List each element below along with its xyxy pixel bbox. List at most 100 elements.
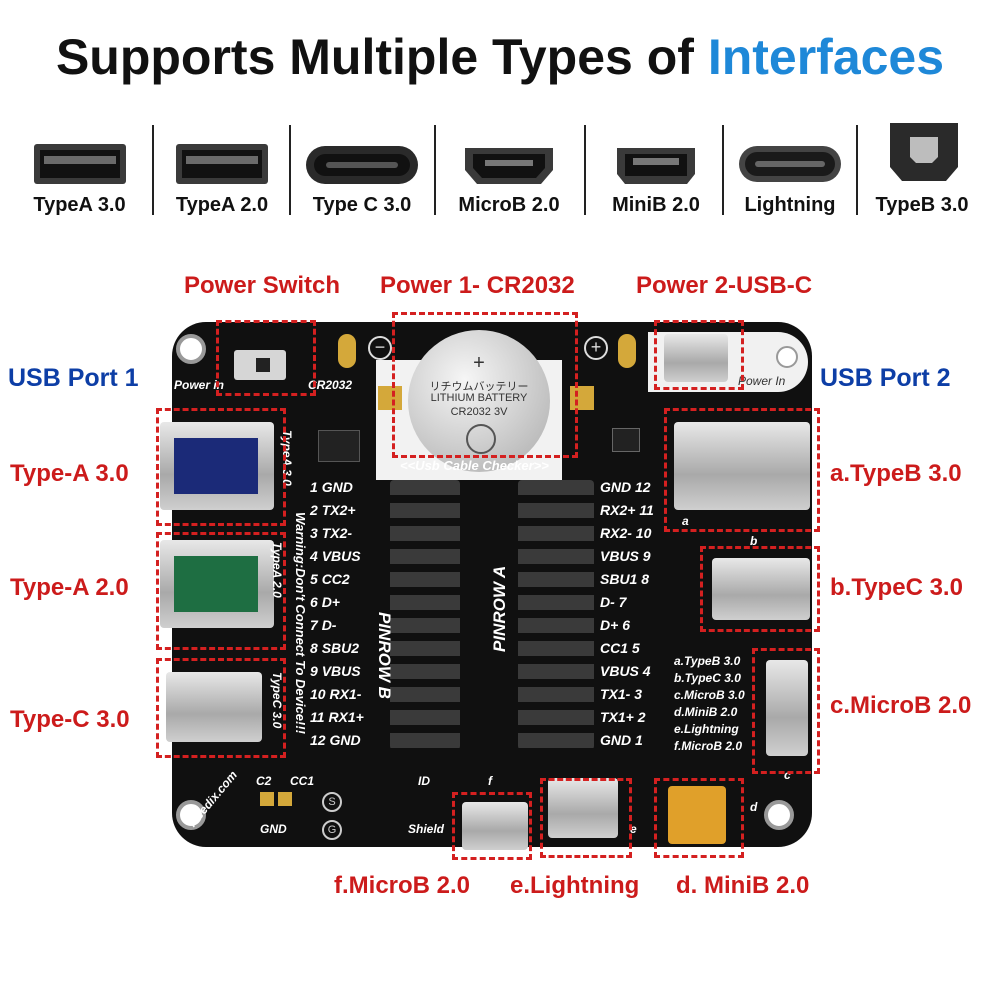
- gnd-pad: [278, 792, 292, 806]
- pin-a-1: GND 1: [600, 732, 643, 748]
- mounting-hole: [776, 346, 798, 368]
- interface-lightning: Lightning: [731, 125, 849, 217]
- legend-item: e.Lightning: [674, 722, 739, 736]
- usb-port2-label: USB Port 2: [820, 364, 951, 392]
- interface-microb: MicroB 2.0: [445, 125, 573, 217]
- divider: [152, 125, 154, 215]
- typec-highlight: [156, 658, 286, 758]
- usb-c-power-port[interactable]: [664, 334, 728, 382]
- minib-port[interactable]: [668, 786, 726, 844]
- smd-chip: [612, 428, 640, 452]
- micro-b-icon: [465, 148, 553, 184]
- interface-typea3: TypeA 3.0: [22, 125, 137, 217]
- usb-c-port-left[interactable]: [166, 672, 262, 742]
- legend-item: a.TypeB 3.0: [674, 654, 741, 668]
- battery-highlight: [392, 312, 578, 458]
- pin-b-12: 12 GND: [310, 732, 361, 748]
- usb-port1-label: USB Port 1: [8, 364, 139, 392]
- power-in-label: Power in: [174, 378, 225, 392]
- microb2-highlight: [452, 792, 532, 860]
- pin-pads-a: [518, 480, 594, 750]
- pin-b-5: 5 CC2: [310, 571, 350, 587]
- typeb3-label: a.TypeB 3.0: [830, 460, 962, 487]
- pin-b-6: 6 D+: [310, 594, 340, 610]
- battery-model: CR2032 3V: [450, 406, 508, 418]
- legend-item: b.TypeC 3.0: [674, 671, 741, 685]
- lightning-port[interactable]: [548, 778, 618, 838]
- port-letter-e: e: [630, 822, 637, 836]
- pin-b-7: 7 D-: [310, 617, 337, 633]
- pin-b-10: 10 RX1-: [310, 686, 362, 702]
- power1-label: Power 1- CR2032: [380, 272, 575, 299]
- pin-a-11: RX2+ 11: [600, 502, 654, 518]
- checker-title: <<Usb Cable Checker>>: [400, 458, 549, 473]
- usb-b3-port[interactable]: [674, 422, 810, 510]
- plus-icon: +: [584, 336, 608, 360]
- interface-label: TypeB 3.0: [875, 194, 969, 216]
- pin-a-8: SBU1 8: [600, 571, 650, 587]
- interface-label: TypeA 3.0: [33, 194, 126, 216]
- title-accent: Interfaces: [707, 29, 945, 85]
- usb-a3-tongue: [174, 438, 258, 494]
- lightning-label: e.Lightning: [510, 872, 640, 899]
- microb3-port[interactable]: [766, 660, 808, 756]
- divider: [584, 125, 586, 215]
- port-letter-c: c: [784, 768, 791, 782]
- usb-c3-port-right[interactable]: [712, 558, 810, 620]
- solder-pad: [618, 334, 636, 368]
- usb-b-icon: [890, 123, 958, 181]
- typea2-highlight: [156, 532, 286, 650]
- microb3-label: c.MicroB 2.0: [830, 692, 972, 719]
- usb-a-2-icon: [176, 144, 268, 184]
- s-mark: S: [322, 792, 342, 812]
- legend-item: c.MicroB 3.0: [674, 688, 745, 702]
- interface-label: MicroB 2.0: [458, 194, 560, 216]
- pin-a-7: D- 7: [600, 594, 627, 610]
- port-letter-b: b: [750, 534, 758, 548]
- power2-highlight: [654, 320, 744, 390]
- pin-a-12: GND 12: [600, 479, 651, 495]
- pin-a-10: RX2- 10: [600, 525, 652, 541]
- typea3-label: Type-A 3.0: [10, 460, 129, 487]
- regulator-chip: [318, 430, 360, 462]
- pin-a-9: VBUS 9: [600, 548, 651, 564]
- pin-b-3: 3 TX2-: [310, 525, 353, 541]
- interface-label: MiniB 2.0: [612, 194, 700, 216]
- solder-pad: [338, 334, 356, 368]
- lightning-highlight: [540, 778, 632, 858]
- pin-a-3: TX1- 3: [600, 686, 643, 702]
- typea3-highlight: [156, 408, 286, 526]
- interface-typea2: TypeA 2.0: [163, 125, 281, 217]
- pin-b-8: 8 SBU2: [310, 640, 360, 656]
- battery-clip: [570, 386, 594, 410]
- typec3-highlight: [700, 546, 820, 632]
- interface-typec: Type C 3.0: [298, 125, 426, 217]
- cc1-label: CC1: [290, 774, 315, 788]
- microb2-port[interactable]: [462, 802, 528, 850]
- legend-item: f.MicroB 2.0: [674, 739, 743, 753]
- battery-clip: [378, 386, 402, 410]
- gnd-pad: [260, 792, 274, 806]
- mini-b-icon: [617, 148, 695, 184]
- port-letter-a: a: [682, 514, 689, 528]
- typec-label: Type-C 3.0: [10, 706, 130, 733]
- gnd-label: GND: [260, 822, 287, 836]
- divider: [434, 125, 436, 215]
- power-switch-highlight: [216, 320, 316, 396]
- lightning-icon: [739, 146, 841, 182]
- microb3-highlight: [752, 648, 820, 774]
- port-letter-f: f: [488, 774, 492, 788]
- battery-jp-text: リチウムバッテリー: [429, 381, 529, 393]
- usb-a2-tongue: [174, 556, 258, 612]
- pin-a-6: D+ 6: [600, 617, 630, 633]
- pinrow-a-label: PINROW A: [490, 565, 509, 652]
- pin-a-5: CC1 5: [600, 640, 640, 656]
- interface-typeb: TypeB 3.0: [862, 123, 982, 217]
- pin-a-4: VBUS 4: [600, 663, 651, 679]
- divider: [856, 125, 858, 215]
- switch-knob[interactable]: [256, 358, 270, 372]
- typea2-label: Type-A 2.0: [10, 574, 129, 601]
- pin-b-9: 9 VBUS: [310, 663, 361, 679]
- interface-label: TypeA 2.0: [175, 194, 269, 216]
- mounting-hole: [176, 334, 206, 364]
